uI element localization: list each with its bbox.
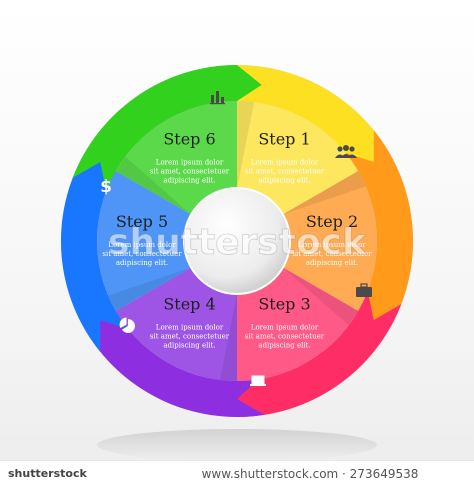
step-4-body-line: adipiscing elit. <box>163 341 215 349</box>
step-1-title: Step 1 <box>258 130 310 149</box>
step-2-body-line: adipiscing elit. <box>306 259 358 267</box>
center-hub <box>183 187 291 295</box>
step-3-body-line: Lorem ipsum dolor <box>251 323 319 331</box>
svg-text:$: $ <box>100 177 112 197</box>
step-1-body-line: adipiscing elit. <box>258 177 310 185</box>
step-4-fold <box>219 294 237 381</box>
step-2-body-line: Lorem ipsum dolor <box>298 241 366 249</box>
watermark: shutterstock <box>108 222 367 263</box>
footer-image-id: www.shutterstock.com · 273649538 <box>201 467 419 481</box>
step-5-arrow <box>60 141 129 352</box>
step-2-wedge <box>237 171 377 311</box>
step-4-arrow <box>84 297 265 417</box>
briefcase-icon <box>356 283 372 297</box>
step-1-arrow <box>209 65 390 185</box>
step-1-body-line: sit amet, consectetuer <box>245 168 325 176</box>
step-6-fold <box>115 156 192 215</box>
step-5-wedge <box>97 171 237 311</box>
bar-chart-icon <box>210 91 225 105</box>
step-3-title: Step 3 <box>258 294 310 313</box>
step-5-body-line: adipiscing elit. <box>116 259 168 267</box>
dollar-icon: $ <box>100 177 112 197</box>
step-4-title: Step 4 <box>163 294 215 313</box>
footer-bar: shutterstock www.shutterstock.com · 2736… <box>0 460 474 490</box>
step-4-body-line: Lorem ipsum dolor <box>156 323 224 331</box>
step-2-fold <box>282 171 366 215</box>
step-5-body-line: sit amet, consectetuer <box>102 250 182 258</box>
step-5-body-line: Lorem ipsum dolor <box>108 241 176 249</box>
step-6-body-line: adipiscing elit. <box>163 177 215 185</box>
step-3-body-line: sit amet, consectetuer <box>245 332 325 340</box>
laptop-icon <box>250 375 266 386</box>
step-2-title: Step 2 <box>306 212 358 231</box>
step-6-arrow <box>72 64 262 191</box>
step-6-body-line: sit amet, consectetuer <box>150 168 230 176</box>
people-icon <box>335 145 357 158</box>
step-6-title: Step 6 <box>163 130 215 149</box>
step-5-fold <box>108 267 192 311</box>
step-6-body-line: Lorem ipsum dolor <box>156 159 224 167</box>
step-4-body-line: sit amet, consectetuer <box>150 332 230 340</box>
pie-chart-icon <box>119 317 135 333</box>
floor-reflection <box>97 429 377 460</box>
step-3-body-line: adipiscing elit. <box>258 341 310 349</box>
step-1-fold <box>237 101 255 188</box>
step-3-fold <box>282 267 359 326</box>
step-1-body-line: Lorem ipsum dolor <box>251 159 319 167</box>
footer-brand: shutterstock <box>8 467 87 480</box>
step-2-body-line: sit amet, consectetuer <box>292 250 372 258</box>
step-5-title: Step 5 <box>116 212 168 231</box>
step-2-arrow <box>345 130 414 341</box>
